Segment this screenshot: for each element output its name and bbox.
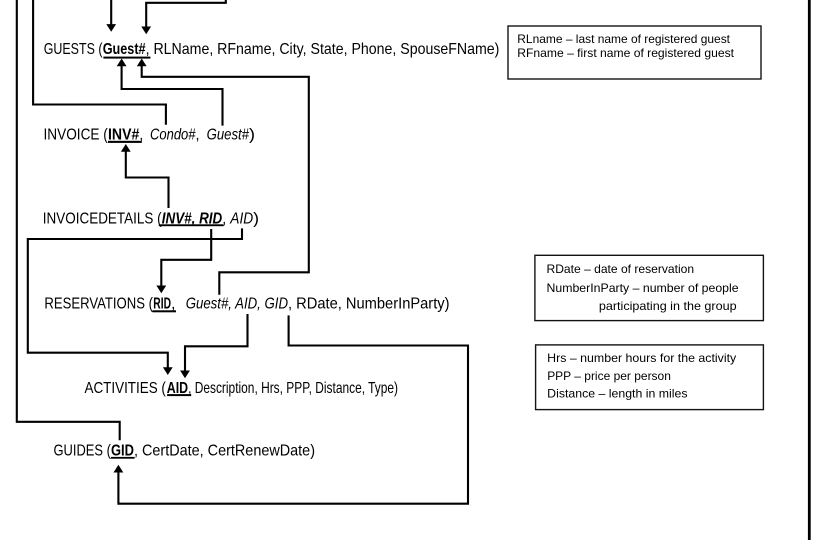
svg-text:,: , [171,296,180,313]
svg-text:INVOICEDETAILS (: INVOICEDETAILS ( [43,210,162,227]
svg-text:, RLName, RFname, City, State,: , RLName, RFname, City, State, Phone, Sp… [146,41,500,58]
svg-text:INVOICE (: INVOICE ( [44,126,109,143]
svg-text:): ) [249,126,255,143]
svg-text:Guest#: Guest# [207,126,250,143]
svg-text:, Description, Hrs, PPP, Dista: , Description, Hrs, PPP, Distance, Type) [188,380,398,397]
svg-text:RID: RID [153,296,171,313]
svg-text:RLname – last name of register: RLname – last name of registered guest [517,32,730,46]
svg-text:,: , [139,126,147,143]
svg-text:GUIDES (: GUIDES ( [54,442,112,459]
svg-text:,: , [196,126,204,143]
svg-text:participating in the group: participating in the group [599,299,737,313]
svg-text:AID: AID [229,210,253,227]
svg-text:INV#: INV# [108,126,139,143]
svg-text:PPP – price per person: PPP – price per person [547,369,671,383]
svg-text:Guest#, AID, GID: Guest#, AID, GID [186,296,289,313]
svg-text:, RDate, NumberInParty): , RDate, NumberInParty) [288,296,450,313]
svg-text:RFname – first name of registe: RFname – first name of registered guest [517,46,734,60]
svg-text:Hrs – number hours for the act: Hrs – number hours for the activity [547,351,736,365]
svg-text:): ) [253,210,259,227]
svg-text:AID: AID [167,380,188,397]
svg-text:, CertDate, CertRenewDate): , CertDate, CertRenewDate) [134,442,315,459]
svg-text:ACTIVITIES (: ACTIVITIES ( [85,380,167,397]
svg-text:,: , [222,210,230,227]
svg-text:Distance – length in miles: Distance – length in miles [547,386,687,400]
svg-text:RDate – date of reservation: RDate – date of reservation [547,262,695,276]
svg-text:GUESTS (: GUESTS ( [44,41,103,58]
svg-text:Condo#: Condo# [150,126,196,143]
svg-text:NumberInParty – number of peop: NumberInParty – number of people [547,281,739,295]
svg-text:INV#, RID: INV#, RID [162,210,223,227]
svg-text:RESERVATIONS (: RESERVATIONS ( [44,296,153,313]
svg-text:Guest#: Guest# [103,41,146,58]
svg-text:GID: GID [111,442,134,459]
